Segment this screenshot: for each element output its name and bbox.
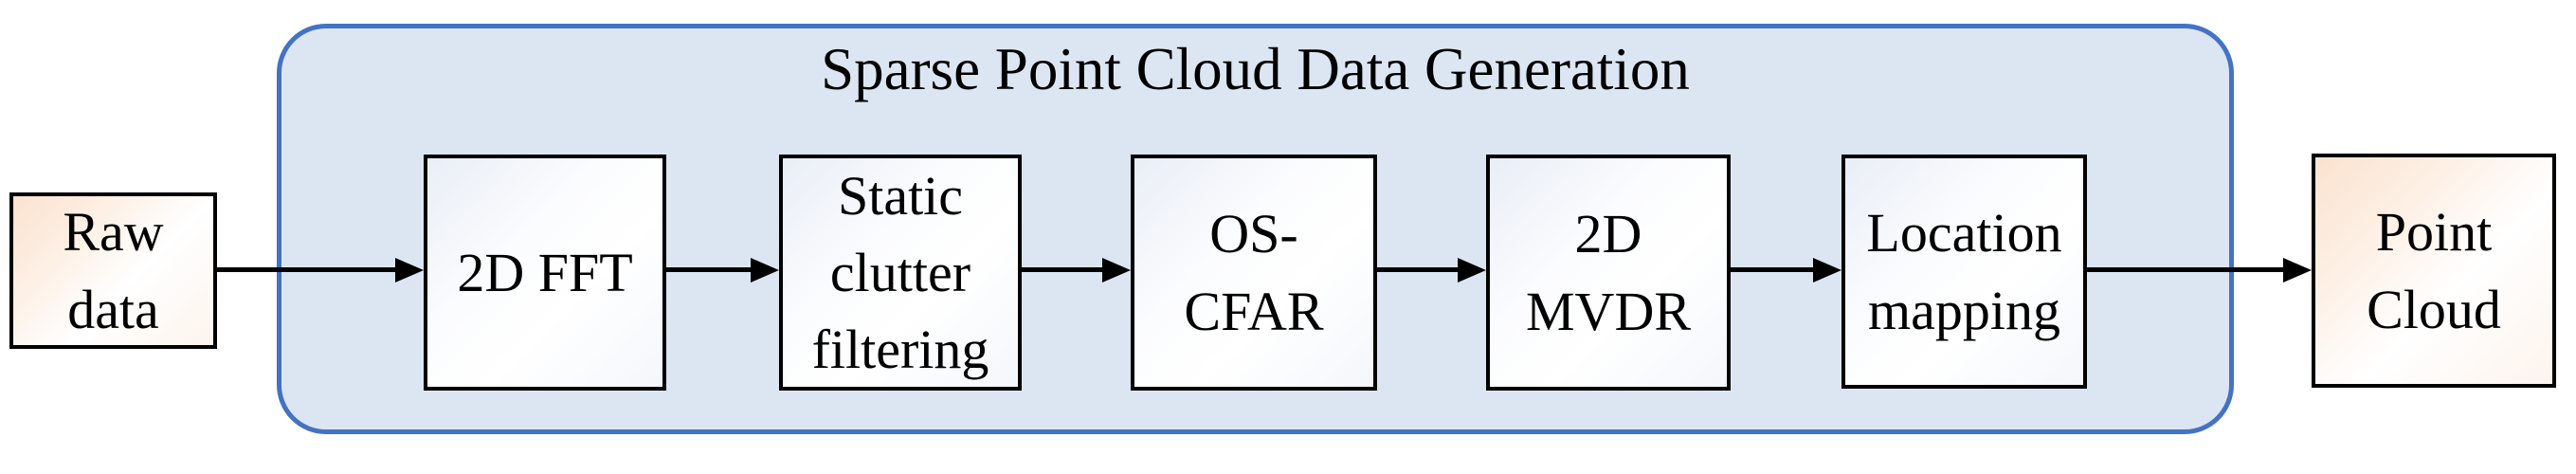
arrow-head-icon [1102,258,1131,283]
arrow-head-icon [395,258,424,283]
node-static-clutter-filtering-label: Static clutter filtering [811,164,989,381]
arrow-head-icon [2283,258,2312,283]
arrow-shaft [666,267,753,272]
node-2d-mvdr: 2D MVDR [1486,155,1731,391]
arrow-os-cfar-to-2d-mvdr [1377,258,1486,283]
arrow-static-clutter-to-os-cfar [1022,258,1131,283]
arrow-2d-fft-to-static-clutter [666,258,779,283]
arrow-head-icon [1813,258,1841,283]
node-raw-data: Raw data [9,192,217,349]
node-2d-fft-label: 2D FFT [457,241,633,303]
group-title: Sparse Point Cloud Data Generation [821,36,1690,102]
arrow-2d-mvdr-to-location-mapping [1731,258,1841,283]
node-os-cfar: OS- CFAR [1131,155,1377,391]
node-point-cloud: Point Cloud [2312,154,2556,388]
node-2d-fft: 2D FFT [424,155,666,391]
arrow-shaft [1377,267,1460,272]
node-point-cloud-label: Point Cloud [2367,201,2501,340]
arrow-head-icon [751,258,779,283]
arrow-shaft [1731,267,1815,272]
node-2d-mvdr-label: 2D MVDR [1525,203,1692,342]
arrow-shaft [217,267,397,272]
node-raw-data-label: Raw data [63,201,164,340]
node-static-clutter-filtering: Static clutter filtering [779,155,1022,391]
node-location-mapping: Location mapping [1841,155,2087,389]
arrow-shaft [2087,267,2285,272]
arrow-head-icon [1458,258,1486,283]
node-os-cfar-label: OS- CFAR [1184,203,1324,342]
node-location-mapping-label: Location mapping [1866,202,2062,341]
arrow-shaft [1022,267,1104,272]
arrow-location-mapping-to-point-cloud [2087,258,2312,283]
arrow-raw-data-to-2d-fft [217,258,424,283]
